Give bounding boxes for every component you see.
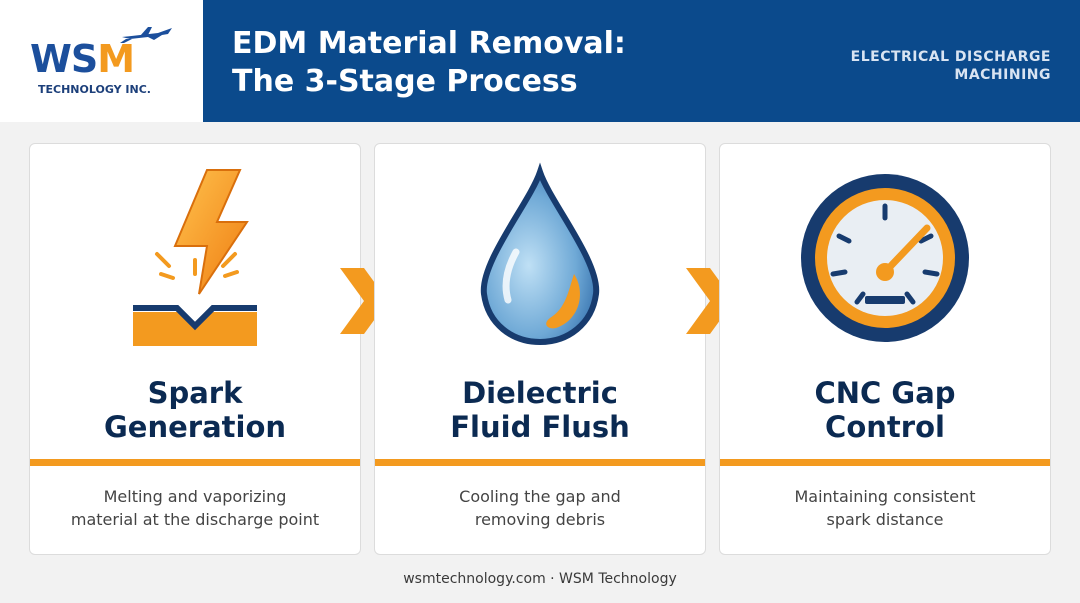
water-drop-icon xyxy=(480,162,600,346)
stage-description-line-2: material at the discharge point xyxy=(70,510,320,529)
footer-credit: wsmtechnology.com · WSM Technology xyxy=(403,571,677,587)
logo-wordmark: WSM xyxy=(30,37,135,81)
stage-description: Cooling the gap and removing debris xyxy=(391,485,689,531)
tag-line-2: MACHINING xyxy=(954,67,1051,83)
stage-title: Dielectric Fluid Flush xyxy=(375,376,705,444)
jet-icon xyxy=(120,27,172,43)
logo-wordmark-m: M xyxy=(97,37,135,81)
title-banner: EDM Material Removal: The 3-Stage Proces… xyxy=(203,0,1080,122)
logo: WSM TECHNOLOGY INC. xyxy=(0,0,203,122)
logo-subtitle: TECHNOLOGY INC. xyxy=(38,83,151,96)
stage-description-line-2: spark distance xyxy=(826,510,944,529)
stage-title-line-1: Dielectric xyxy=(462,376,618,410)
gauge-icon xyxy=(801,174,969,342)
logo-wordmark-ws: WS xyxy=(30,37,98,81)
accent-divider xyxy=(720,459,1050,466)
stage-description-line-2: removing debris xyxy=(474,510,606,529)
tag-line-1: ELECTRICAL DISCHARGE xyxy=(850,49,1051,65)
stage-card-cnc-gap-control: CNC Gap Control Maintaining consistent s… xyxy=(719,143,1051,555)
title-line-1: EDM Material Removal: xyxy=(232,26,626,61)
stage-card-dielectric-fluid-flush: Dielectric Fluid Flush Cooling the gap a… xyxy=(374,143,706,555)
stage-title: Spark Generation xyxy=(30,376,360,444)
stage-description-line-1: Melting and vaporizing xyxy=(103,487,287,506)
stage-title-line-1: CNC Gap xyxy=(814,376,956,410)
stage-title: CNC Gap Control xyxy=(720,376,1050,444)
page-title: EDM Material Removal: The 3-Stage Proces… xyxy=(232,25,626,101)
stage-description-line-1: Cooling the gap and xyxy=(459,487,621,506)
lightning-bolt-icon xyxy=(133,169,257,346)
stage-title-line-2: Generation xyxy=(103,410,287,444)
stage-title-line-2: Control xyxy=(825,410,945,444)
stage-title-line-2: Fluid Flush xyxy=(450,410,630,444)
accent-divider xyxy=(30,459,360,466)
stage-description-line-1: Maintaining consistent xyxy=(794,487,976,506)
header: WSM TECHNOLOGY INC. EDM Material Removal… xyxy=(0,0,1080,122)
stage-card-spark-generation: Spark Generation Melting and vaporizing … xyxy=(29,143,361,555)
accent-divider xyxy=(375,459,705,466)
subject-tag: ELECTRICAL DISCHARGE MACHINING xyxy=(851,48,1051,84)
stage-description: Melting and vaporizing material at the d… xyxy=(46,485,344,531)
stage-description: Maintaining consistent spark distance xyxy=(736,485,1034,531)
title-line-2: The 3-Stage Process xyxy=(232,64,578,99)
stage-title-line-1: Spark xyxy=(147,376,243,410)
